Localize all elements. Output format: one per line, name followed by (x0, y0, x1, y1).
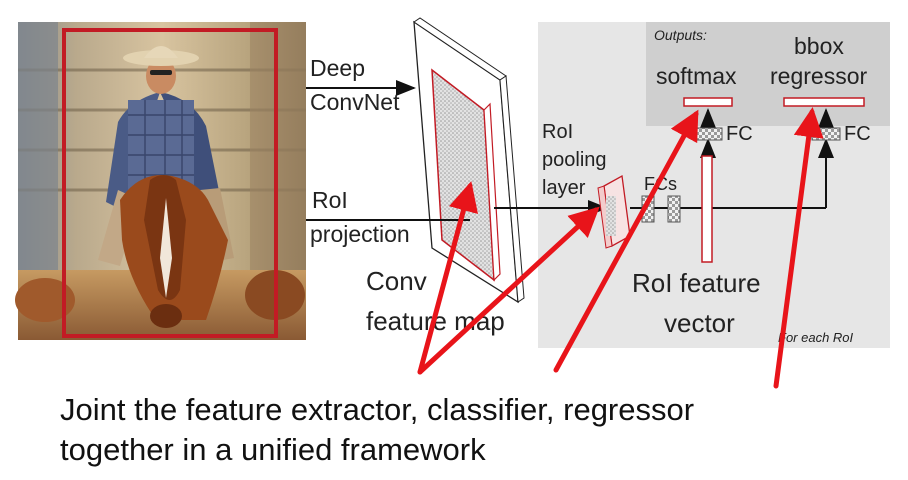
annotation-arrows (417, 107, 824, 389)
caption-line-1: Joint the feature extractor, classifier,… (60, 392, 694, 427)
caption-line-2: together in a unified framework (60, 432, 486, 467)
label-fc-left: FC (726, 123, 753, 145)
label-projection: projection (310, 221, 410, 247)
input-photo (15, 22, 306, 340)
label-roi-pool-2: pooling (542, 149, 607, 171)
label-regressor: regressor (770, 63, 867, 89)
label-outputs: Outputs: (654, 27, 707, 43)
label-fc-right: FC (844, 123, 871, 145)
arrow-to-bbox (773, 107, 824, 389)
label-vector: vector (664, 308, 735, 338)
fc-bbox-box (811, 127, 841, 141)
arrow-to-feature-map (417, 181, 478, 375)
label-roi-pool-1: RoI (542, 121, 573, 143)
conv-feature-map (413, 17, 525, 304)
label-conv: Conv (366, 266, 427, 296)
fc-layer-2 (667, 195, 681, 223)
label-roi-feature: RoI feature (632, 268, 761, 298)
outputs-panel (646, 22, 890, 126)
label-roi: RoI (312, 187, 348, 213)
arrow-to-softmax (553, 109, 699, 373)
arrow-to-roi-pool (417, 206, 600, 375)
label-softmax: softmax (656, 63, 737, 89)
fc-softmax-box (693, 127, 723, 141)
label-bbox: bbox (794, 33, 844, 59)
label-roi-pool-3: layer (542, 177, 586, 199)
label-convnet: ConvNet (310, 89, 400, 115)
roi-feature-vector-bar (701, 155, 713, 263)
label-deep: Deep (310, 55, 365, 81)
bbox-output-bar (783, 97, 865, 107)
label-for-each-roi: For each RoI (778, 330, 854, 345)
softmax-output-bar (683, 97, 733, 107)
roi-pooling-block (597, 174, 631, 249)
